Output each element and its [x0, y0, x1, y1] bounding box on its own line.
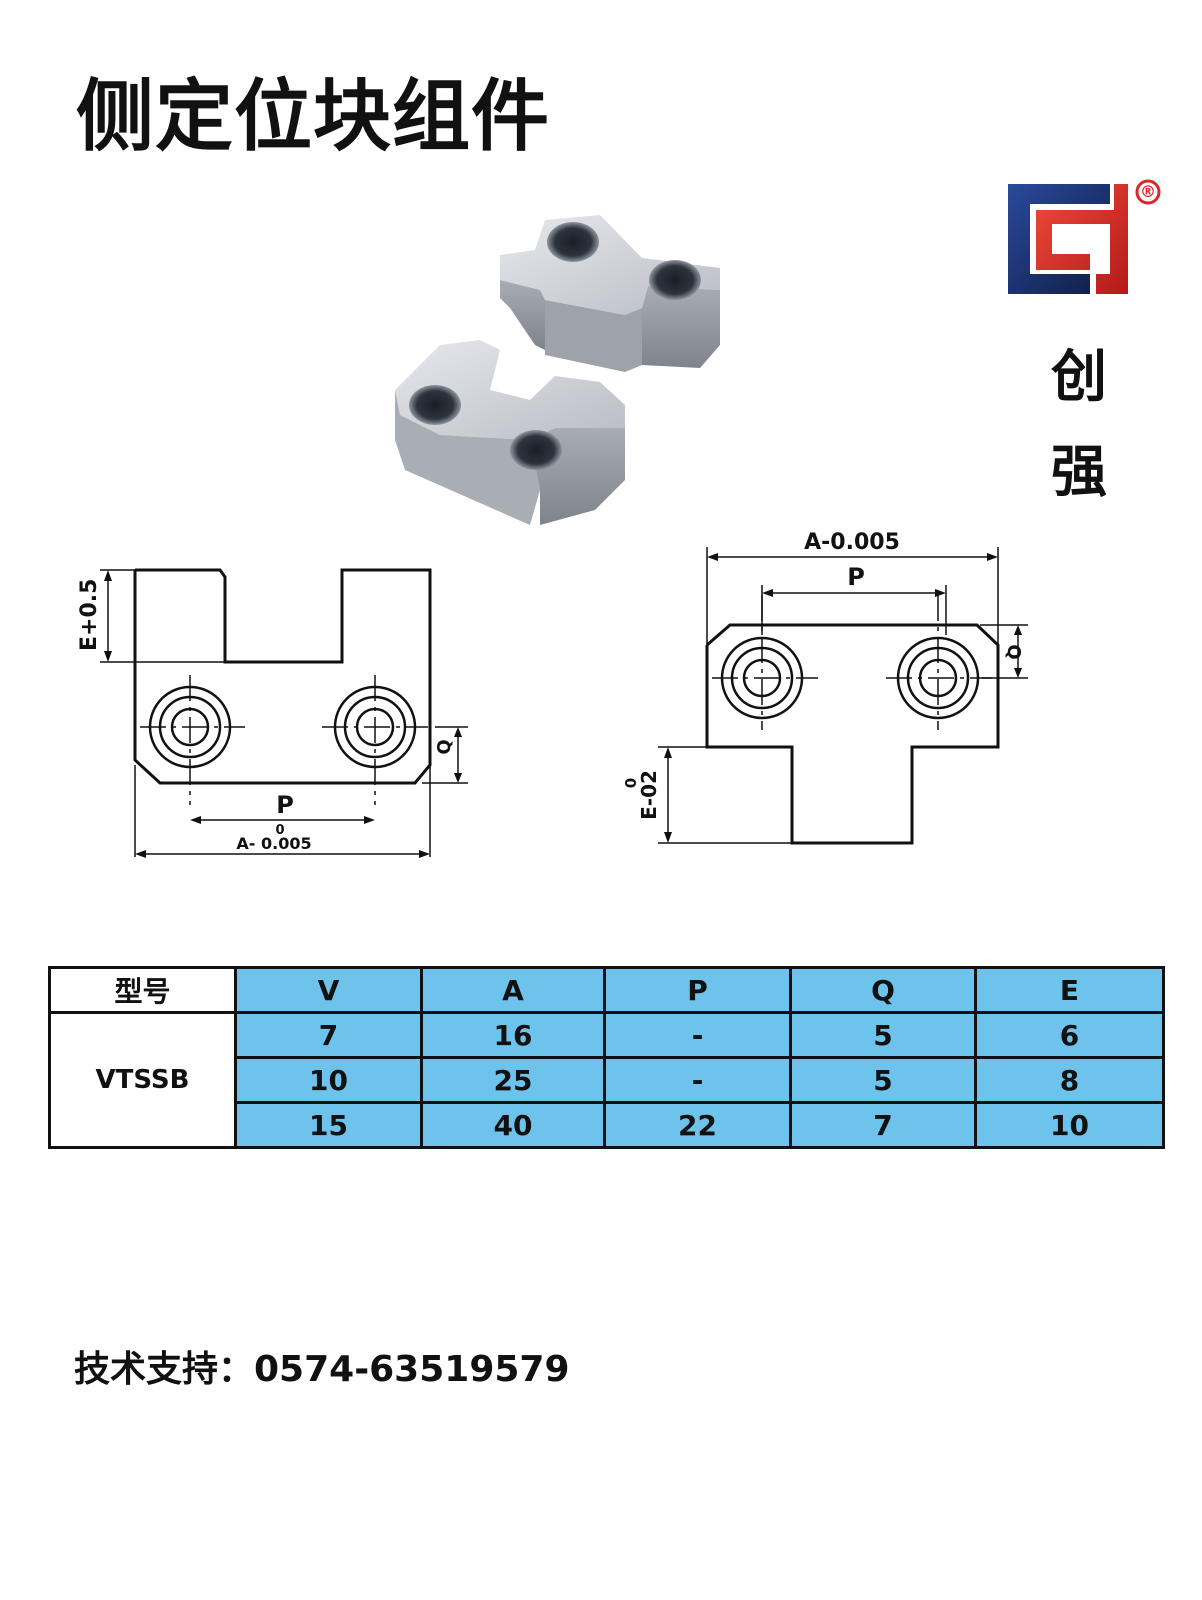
table-cell: 6 — [974, 1011, 1165, 1059]
table-row: 15 40 22 7 10 — [50, 1101, 1165, 1149]
table-cell: 10 — [974, 1101, 1165, 1149]
header-e: E — [974, 966, 1165, 1014]
table-cell: 40 — [420, 1101, 606, 1149]
product-photo — [395, 215, 720, 525]
dim-e-label-right: E-02 — [637, 770, 661, 820]
header-p: P — [603, 966, 792, 1014]
header-v: V — [234, 966, 423, 1014]
tech-support-phone: 技术支持：0574-63519579 — [74, 1349, 570, 1390]
table-cell: 7 — [789, 1101, 977, 1149]
table-cell: - — [603, 1011, 792, 1059]
table-row: VTSSB 7 16 - 5 6 — [48, 1011, 1165, 1149]
table-cell: 15 — [234, 1101, 423, 1149]
table-cell: 10 — [234, 1056, 423, 1104]
table-cell: 22 — [603, 1101, 792, 1149]
dim-e-label: E+0.5 — [77, 579, 102, 651]
dim-p-label: P — [276, 791, 294, 819]
header-model: 型号 — [48, 966, 237, 1014]
page-title: 侧定位块组件 — [76, 72, 551, 162]
dim-p-label-right: P — [847, 563, 865, 591]
dim-a-tolerance: 0 — [275, 823, 284, 838]
dim-a-label: A- 0.005 — [236, 834, 311, 853]
table-cell: 8 — [974, 1056, 1165, 1104]
spec-table: 型号 V A P Q E VTSSB 7 16 - 5 6 10 25 - 5 … — [48, 966, 1165, 1149]
table-header-row: 型号 V A P Q E — [48, 966, 1165, 1014]
table-cell: 5 — [789, 1056, 977, 1104]
table-cell: 7 — [234, 1011, 423, 1059]
brand-logo-icon — [1008, 179, 1161, 294]
brand-char-1: 创 — [1051, 345, 1107, 410]
table-cell: 25 — [420, 1056, 606, 1104]
registered-mark: ® — [1140, 182, 1156, 201]
table-cell: 16 — [420, 1011, 606, 1059]
dim-q-label: Q — [434, 739, 455, 754]
table-row: 10 25 - 5 8 — [50, 1056, 1165, 1104]
drawing-left: E+0.5 Q P 0 A- 0.005 — [77, 568, 468, 858]
header-a: A — [420, 966, 606, 1014]
dim-e-tolerance-right: 0 — [622, 778, 640, 788]
drawing-right: A-0.005 P Q 0 E-02 — [622, 530, 1028, 845]
brand-char-2: 强 — [1051, 440, 1107, 505]
table-cell: 5 — [789, 1011, 977, 1059]
model-cell: VTSSB — [48, 1011, 237, 1149]
table-cell: - — [603, 1056, 792, 1104]
dim-q-label-right: Q — [1003, 644, 1024, 659]
dim-a-label-right: A-0.005 — [804, 530, 900, 555]
header-q: Q — [789, 966, 977, 1014]
